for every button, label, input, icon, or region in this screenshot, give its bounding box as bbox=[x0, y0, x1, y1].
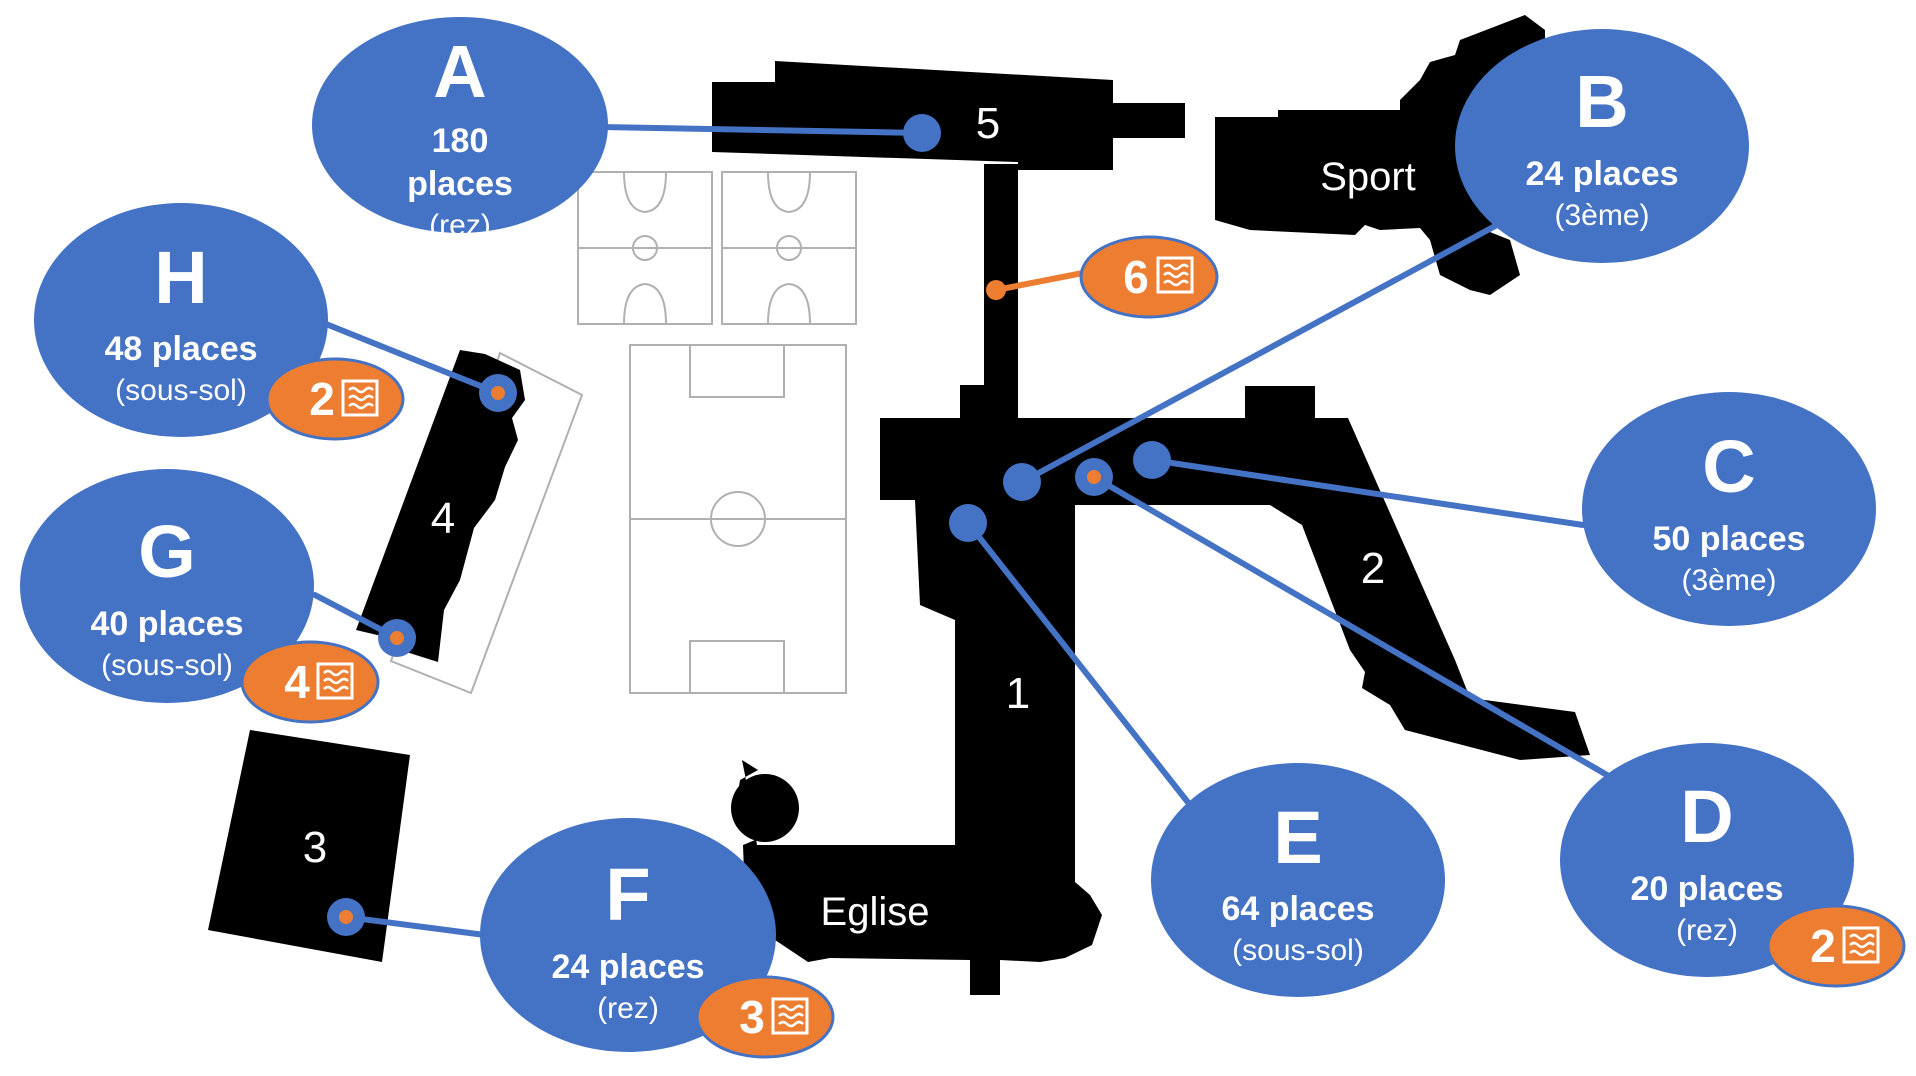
microwave-badge-g-count: 4 bbox=[284, 656, 310, 708]
building-4-label: 4 bbox=[431, 494, 455, 543]
room-c-letter: C bbox=[1702, 425, 1755, 508]
room-f-letter: F bbox=[605, 853, 650, 936]
connector-d bbox=[1091, 474, 1610, 778]
room-g-floor: (sous-sol) bbox=[101, 649, 233, 682]
building-2-label: 2 bbox=[1361, 544, 1385, 593]
room-e-places: 64 places bbox=[1221, 890, 1374, 928]
room-b-places: 24 places bbox=[1525, 155, 1678, 193]
microwave-badge-h[interactable]: 2 bbox=[265, 357, 405, 441]
microwave-icon bbox=[316, 662, 354, 700]
microwave-badge-6-count: 6 bbox=[1123, 251, 1149, 303]
football-field bbox=[629, 344, 847, 694]
connector-a bbox=[597, 124, 925, 136]
sport-building-label: Sport bbox=[1320, 155, 1416, 199]
microwave-badge-6[interactable]: 6 bbox=[1079, 235, 1219, 319]
location-dots bbox=[327, 114, 1171, 936]
room-e-bubble[interactable]: E 64 places (sous-sol) bbox=[1151, 763, 1445, 997]
building-5-label: 5 bbox=[976, 99, 1000, 148]
location-dot-b[interactable] bbox=[1003, 463, 1041, 501]
building-5 bbox=[712, 61, 1185, 170]
microwave-icon bbox=[1156, 256, 1194, 294]
sports-courts bbox=[389, 171, 857, 695]
building-3-label: 3 bbox=[303, 823, 327, 872]
room-a-floor: (rez) bbox=[429, 209, 491, 242]
room-d-bubble[interactable]: D 20 places (rez) bbox=[1560, 743, 1854, 977]
microwave-badge-f-count: 3 bbox=[739, 991, 765, 1043]
microwave-badge-h-count: 2 bbox=[309, 373, 335, 425]
microwave-badge-d-count: 2 bbox=[1810, 920, 1836, 972]
location-dot-h-inner bbox=[491, 386, 505, 400]
room-c-floor: (3ème) bbox=[1681, 564, 1776, 597]
microwave-badge-g[interactable]: 4 bbox=[240, 640, 380, 724]
room-f-places: 24 places bbox=[551, 948, 704, 986]
connector-h bbox=[323, 321, 501, 396]
building-1-label: 1 bbox=[1006, 669, 1030, 718]
basketball-court-right bbox=[721, 171, 857, 325]
room-g-letter: G bbox=[138, 510, 196, 593]
location-dot-g-inner bbox=[390, 631, 404, 645]
microwave-icon bbox=[341, 379, 379, 417]
room-b-bubble[interactable]: B 24 places (3ème) bbox=[1455, 29, 1749, 263]
room-h-bubble[interactable]: H 48 places (sous-sol) bbox=[34, 203, 328, 437]
building-sport bbox=[1215, 15, 1545, 295]
room-f-floor: (rez) bbox=[597, 992, 659, 1025]
microwave-icon bbox=[771, 997, 809, 1035]
microwave-icon bbox=[1842, 926, 1880, 964]
church-label: Eglise bbox=[821, 890, 930, 934]
room-c-bubble[interactable]: C 50 places (3ème) bbox=[1582, 392, 1876, 626]
room-g-bubble[interactable]: G 40 places (sous-sol) bbox=[20, 469, 314, 703]
microwave-badge-d[interactable]: 2 bbox=[1766, 904, 1906, 988]
location-dot-c[interactable] bbox=[1133, 441, 1171, 479]
microwave-badge-f[interactable]: 3 bbox=[695, 975, 835, 1059]
room-g-places: 40 places bbox=[90, 605, 243, 643]
building-1-tower bbox=[731, 774, 799, 842]
connector-e bbox=[965, 520, 1193, 808]
room-h-letter: H bbox=[154, 236, 207, 319]
room-d-letter: D bbox=[1680, 775, 1733, 858]
room-c-places: 50 places bbox=[1652, 520, 1805, 558]
connector-6 bbox=[993, 269, 1091, 293]
connector-b bbox=[1019, 222, 1500, 485]
building-4 bbox=[356, 350, 525, 662]
room-h-places: 48 places bbox=[104, 330, 257, 368]
room-a-places-word: places bbox=[407, 165, 513, 203]
room-b-letter: B bbox=[1575, 60, 1628, 143]
room-a-places-number: 180 bbox=[432, 122, 489, 160]
room-b-floor: (3ème) bbox=[1554, 199, 1649, 232]
room-d-places: 20 places bbox=[1630, 870, 1783, 908]
room-h-floor: (sous-sol) bbox=[115, 374, 247, 407]
location-dot-6[interactable] bbox=[986, 280, 1006, 300]
room-e-floor: (sous-sol) bbox=[1232, 934, 1364, 967]
buildings bbox=[208, 15, 1590, 995]
room-e-letter: E bbox=[1273, 796, 1322, 879]
location-dot-e[interactable] bbox=[949, 504, 987, 542]
connectors bbox=[312, 124, 1610, 938]
connector-f bbox=[343, 914, 488, 938]
building-labels: 1 2 3 4 5 Sport Eglise bbox=[303, 99, 1416, 934]
room-a-bubble[interactable]: A 180 places (rez) bbox=[312, 17, 608, 242]
building-5-corridor bbox=[984, 164, 1018, 385]
basketball-court-left bbox=[577, 171, 713, 325]
room-f-bubble[interactable]: F 24 places (rez) bbox=[480, 818, 776, 1052]
building-1-2-complex bbox=[737, 385, 1590, 995]
room-d-floor: (rez) bbox=[1676, 914, 1738, 947]
location-dot-d-inner bbox=[1087, 470, 1101, 484]
location-dot-f-inner bbox=[339, 910, 353, 924]
room-a-letter: A bbox=[433, 30, 486, 113]
connector-c bbox=[1149, 457, 1586, 528]
location-dot-a[interactable] bbox=[903, 114, 941, 152]
